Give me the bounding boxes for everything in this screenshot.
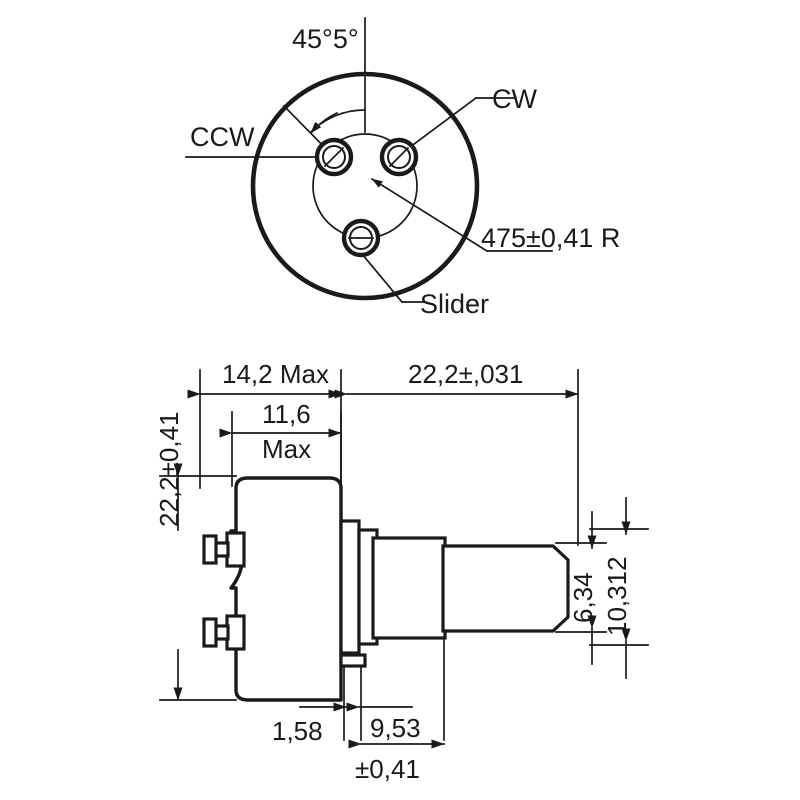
terminal-lug-lower bbox=[202, 614, 246, 651]
cw-label: CW bbox=[492, 84, 537, 114]
shaft bbox=[441, 544, 570, 633]
top-view-group: 45°5° CCW CW 475±0,41 R Slider bbox=[185, 17, 620, 319]
slider-leader-line bbox=[360, 252, 404, 304]
dim-label-shaft-dia: 6,34 bbox=[568, 572, 598, 623]
terminal-hole-ccw bbox=[314, 137, 354, 177]
bolt-circle-leader-line bbox=[370, 177, 489, 253]
anti-rotation-tab bbox=[339, 653, 367, 668]
dim-label-body-height: 22,2±0,41 bbox=[154, 412, 184, 527]
cw-leader-line bbox=[404, 96, 478, 152]
dim-label-bushing-dia: 10,312 bbox=[602, 556, 632, 636]
angle-arc-arrow-ccw bbox=[309, 111, 339, 135]
ccw-label: CCW bbox=[190, 122, 255, 152]
threaded-bushing bbox=[371, 536, 447, 640]
dim-label-flange-thickness: 1,58 bbox=[272, 716, 323, 746]
dim-label-bushing-length-tol: ±0,41 bbox=[355, 754, 420, 784]
angle-label: 45°5° bbox=[292, 24, 359, 54]
dim-label-inner-body-width-suffix: Max bbox=[262, 434, 311, 464]
dim-label-bushing-length: 9,53 bbox=[370, 713, 421, 743]
side-view-group: 14,2 Max 22,2±,031 11,6 Max 22,2±0,41 6,… bbox=[154, 359, 649, 784]
slider-label: Slider bbox=[420, 289, 489, 319]
terminal-hole-slider bbox=[341, 218, 381, 258]
dim-label-body-width: 14,2 Max bbox=[222, 359, 329, 389]
potentiometer-body-outline bbox=[229, 476, 343, 702]
mounting-flange bbox=[339, 519, 361, 655]
dim-label-inner-body-width: 11,6 bbox=[262, 399, 311, 429]
terminal-lug-upper bbox=[202, 531, 246, 568]
bolt-circle-label: 475±0,41 R bbox=[481, 223, 620, 253]
terminal-hole-cw bbox=[379, 137, 419, 177]
dim-label-shaft-length: 22,2±,031 bbox=[408, 359, 523, 389]
